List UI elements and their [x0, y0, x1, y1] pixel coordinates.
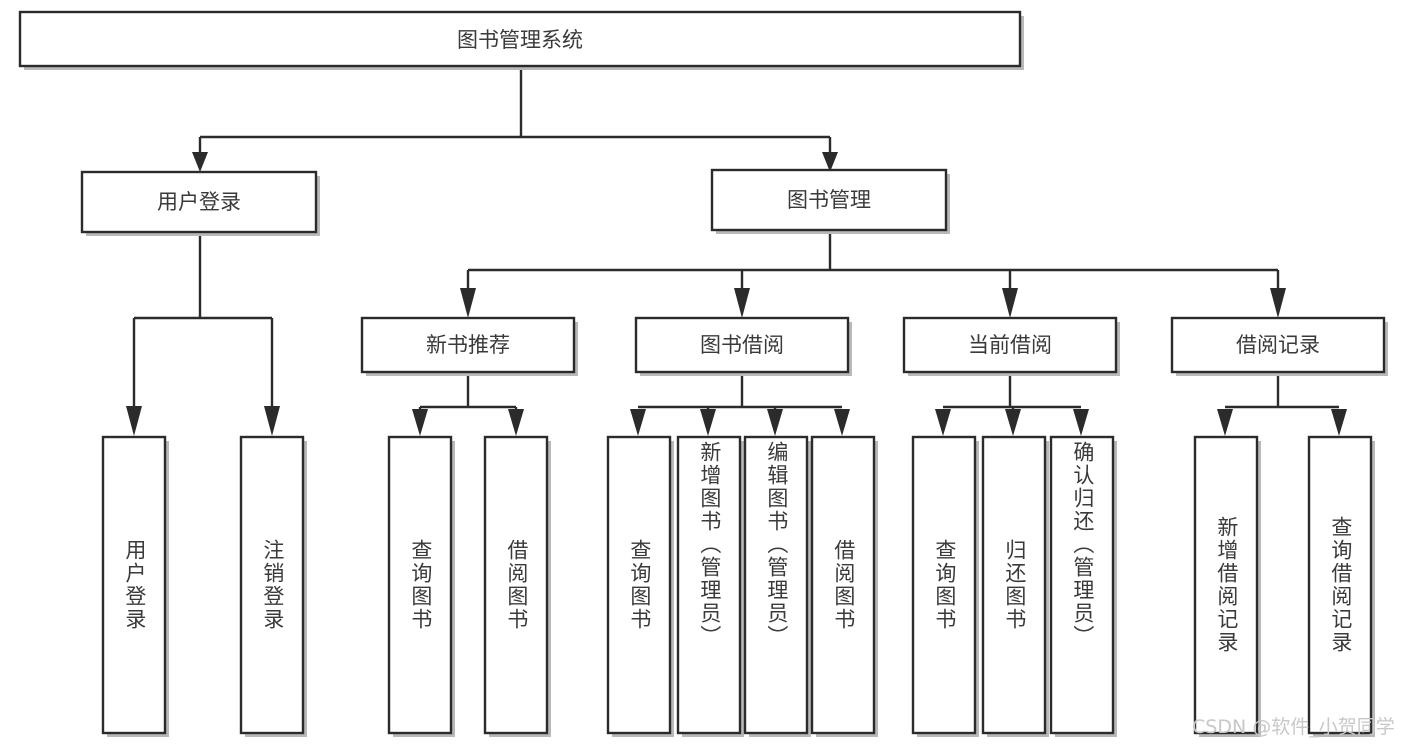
node-box-leaf-edit-book[interactable] — [743, 435, 809, 735]
node-box-current-borrow[interactable] — [902, 316, 1118, 374]
node-label-new-book-recommend: 新书推荐 — [426, 333, 510, 357]
arrow-leaf-user-login — [126, 406, 142, 436]
arrow-leaf-edit-book — [767, 409, 783, 436]
node-box-leaf-add-record[interactable] — [1193, 435, 1259, 735]
node-box-book-management[interactable] — [710, 168, 948, 232]
arrow-leaf-query-record — [1331, 409, 1347, 436]
arrow-book-borrow — [734, 288, 750, 318]
connector-group — [126, 69, 1347, 436]
node-label-root: 图书管理系统 — [457, 28, 583, 52]
node-box-book-borrow[interactable] — [634, 316, 850, 374]
node-box-leaf-confirm-return[interactable] — [1049, 435, 1115, 735]
node-box-leaf-user-login[interactable] — [101, 435, 167, 735]
arrow-leaf-add-record — [1217, 409, 1233, 436]
arrow-borrow-record — [1270, 288, 1286, 318]
arrow-leaf-logout — [264, 406, 280, 436]
arrow-new-book-recommend — [460, 288, 476, 318]
node-label-current-borrow: 当前借阅 — [968, 333, 1052, 357]
node-box-user-login[interactable] — [80, 170, 318, 234]
arrow-leaf-borrow-book-1 — [508, 409, 524, 436]
arrow-leaf-confirm-return — [1073, 409, 1089, 436]
node-box-leaf-query-book-3[interactable] — [911, 435, 977, 735]
node-box-group: 图书管理系统 用户登录 图书管理 新书推荐 图书借阅 当前借阅 借阅记录 — [18, 10, 1388, 737]
node-box-leaf-logout-login[interactable] — [239, 435, 305, 735]
arrow-user-login — [192, 152, 208, 172]
arrow-leaf-query-book-3 — [935, 409, 951, 436]
csdn-watermark: CSDN @软件_小贺同学 — [1192, 716, 1395, 738]
arrow-book-management — [822, 152, 838, 172]
node-box-leaf-return-book[interactable] — [981, 435, 1047, 735]
node-label-book-management: 图书管理 — [787, 188, 871, 212]
node-label-book-borrow: 图书借阅 — [700, 333, 784, 357]
arrow-leaf-borrow-book-2 — [834, 409, 850, 436]
node-box-leaf-borrow-book-2[interactable] — [810, 435, 876, 735]
node-label-user-login: 用户登录 — [157, 190, 241, 214]
node-label-borrow-record: 借阅记录 — [1236, 333, 1320, 357]
node-box-leaf-query-book-2[interactable] — [606, 435, 672, 735]
node-box-new-book-recommend[interactable] — [360, 316, 576, 374]
node-box-borrow-record[interactable] — [1170, 316, 1386, 374]
arrow-current-borrow — [1002, 288, 1018, 318]
arrow-leaf-query-book-2 — [630, 409, 646, 436]
arrow-leaf-return-book — [1005, 409, 1021, 436]
node-box-leaf-query-book-1[interactable] — [387, 435, 453, 735]
arrow-leaf-query-book-1 — [412, 409, 428, 436]
node-box-leaf-borrow-book-1[interactable] — [483, 435, 549, 735]
node-box-root[interactable] — [18, 10, 1022, 68]
arrow-leaf-add-book — [700, 409, 716, 436]
node-box-leaf-query-record[interactable] — [1307, 435, 1373, 735]
node-box-leaf-add-book[interactable] — [676, 435, 742, 735]
